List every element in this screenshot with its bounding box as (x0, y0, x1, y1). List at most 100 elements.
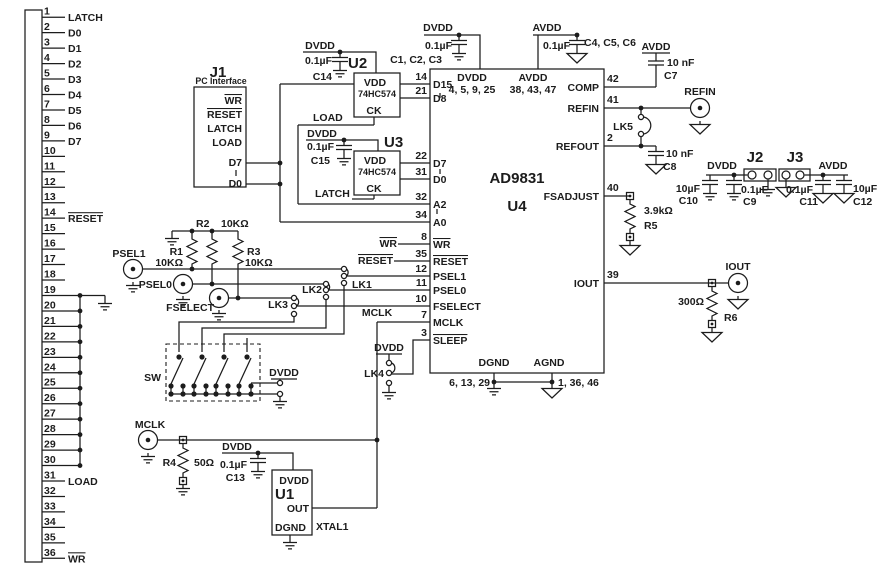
u4-part: AD9831 (489, 170, 544, 187)
lk5-label: LK5 (613, 121, 633, 133)
connector-bus-dot (77, 370, 83, 376)
gnd-lk4 (381, 388, 397, 400)
gnd-u1 (282, 538, 298, 550)
c8-ref: C8 (663, 161, 677, 173)
connector-bus-dot (77, 463, 83, 468)
j2-jumper[interactable] (743, 168, 777, 182)
r6-value: 300Ω (678, 296, 704, 308)
u1-box (271, 469, 313, 536)
fselect-label: FSELECT (166, 302, 214, 314)
connector-pin-28-number: 28 (44, 423, 56, 435)
connector-bus-dot (77, 447, 83, 453)
wire-sw-rails (171, 378, 297, 398)
sw-switch-1[interactable] (168, 354, 186, 397)
u4-pin-num: 2 (607, 132, 613, 144)
u2-ck: CK (366, 105, 382, 117)
link-lk2[interactable] (322, 280, 331, 301)
mclk-bnc[interactable] (137, 429, 159, 451)
connector-pin-8-number: 8 (44, 114, 50, 126)
refin-bnc[interactable] (689, 97, 711, 119)
gnd-mclk-bnc (140, 452, 156, 464)
u4-pin-name: A0 (433, 217, 447, 229)
connector-bus-dot (77, 324, 83, 329)
gnd-connector-bus (97, 299, 113, 311)
sw-switch-3[interactable] (213, 354, 231, 397)
wire-connector-bus (79, 294, 106, 466)
u4-pin-name: PSEL1 (433, 271, 466, 283)
connector-pin-17-number: 17 (44, 253, 56, 265)
range-ticks (235, 93, 441, 214)
wire-top-avdd (533, 34, 577, 69)
connector-pin-23-number: 23 (44, 346, 56, 358)
connector-pin-19-number: 19 (44, 284, 56, 296)
connector-bus-dot (77, 354, 83, 360)
u4-pin-num: 12 (415, 263, 427, 275)
u4-pin-num: 32 (415, 191, 427, 203)
r3-ref: R3 (247, 246, 261, 258)
resistor-r4 (177, 445, 189, 477)
wr-net-label: WR (380, 238, 398, 250)
wire-top-dvdd (424, 34, 481, 69)
j1-sig-latch: LATCH (207, 123, 242, 135)
u2-vdd: VDD (364, 77, 387, 89)
connector-pin-31-label: LOAD (68, 476, 98, 488)
u3-ck: CK (366, 183, 382, 195)
j3-jumper[interactable] (778, 168, 811, 182)
u3-box (353, 150, 401, 196)
lk3-label: LK3 (268, 299, 288, 311)
u4-pin-name: FSELECT (433, 301, 481, 313)
u4-pin-num: 7 (421, 309, 427, 321)
u4-pin-name: SLEEP (433, 335, 467, 347)
wire-j1-data-bus (246, 83, 430, 223)
connector-pin-2-label: D0 (68, 28, 82, 40)
u4-pin-num: 34 (415, 209, 427, 221)
sw-gnd-terminal[interactable] (276, 390, 284, 398)
psel1-bnc[interactable] (122, 258, 144, 280)
c9-ref: C9 (743, 196, 757, 208)
connector-bus-dot (77, 293, 83, 298)
j3-avdd-label: AVDD (819, 160, 848, 172)
gnd-c10 (702, 189, 718, 201)
connector-pin-29-number: 29 (44, 439, 56, 451)
resistor-r6 (706, 288, 718, 320)
connector-pin-3-label: D1 (68, 43, 82, 55)
r1-value: 10KΩ (155, 257, 183, 269)
link-lk1[interactable] (340, 265, 349, 287)
connector-bus-dot (77, 308, 83, 314)
connector-bus-dot (77, 416, 83, 422)
r5-value: 3.9kΩ (644, 205, 673, 217)
c12-value: 10µF (853, 183, 878, 195)
link-lk3[interactable] (290, 294, 300, 318)
capacitors (249, 34, 853, 469)
c456-value: 0.1µF (543, 40, 571, 52)
sw-switch-4[interactable] (236, 354, 254, 397)
cap-c15 (335, 139, 353, 156)
u4-avdd: AVDD (519, 72, 548, 84)
link-lk5[interactable] (637, 113, 652, 138)
connector-pin-10-number: 10 (44, 145, 56, 157)
gnd-r4 (175, 484, 191, 496)
resistor-r3 (232, 236, 244, 268)
c10-value: 10µF (676, 183, 701, 195)
connector-pin-16-number: 16 (44, 238, 56, 250)
u4-pin-name: D15 (433, 79, 452, 91)
u4-avdd-pins: 38, 43, 47 (510, 84, 557, 96)
sw-dvdd-terminal[interactable] (276, 379, 284, 387)
u4-pin-name: IOUT (574, 278, 600, 290)
cap-c12 (835, 174, 853, 191)
link-lk4[interactable] (385, 359, 396, 387)
sw-dip-switch[interactable] (165, 343, 284, 402)
u4-pin-num: 35 (415, 248, 427, 260)
connector-pin-26-number: 26 (44, 392, 56, 404)
psel0-bnc[interactable] (172, 273, 194, 295)
j1-box (193, 86, 247, 188)
sw-switch-2[interactable] (191, 354, 209, 397)
edge-connector-pins: 1LATCH2D03D14D25D36D47D58D69D71011121314… (42, 6, 104, 565)
mclk-net-label: MCLK (362, 307, 393, 319)
r4-ref: R4 (163, 457, 177, 469)
u2-box (353, 72, 401, 118)
iout-bnc[interactable] (727, 272, 749, 294)
gnd-r6 (701, 328, 723, 343)
gnd-c12 (833, 189, 855, 204)
c14-ref: C14 (313, 71, 332, 83)
